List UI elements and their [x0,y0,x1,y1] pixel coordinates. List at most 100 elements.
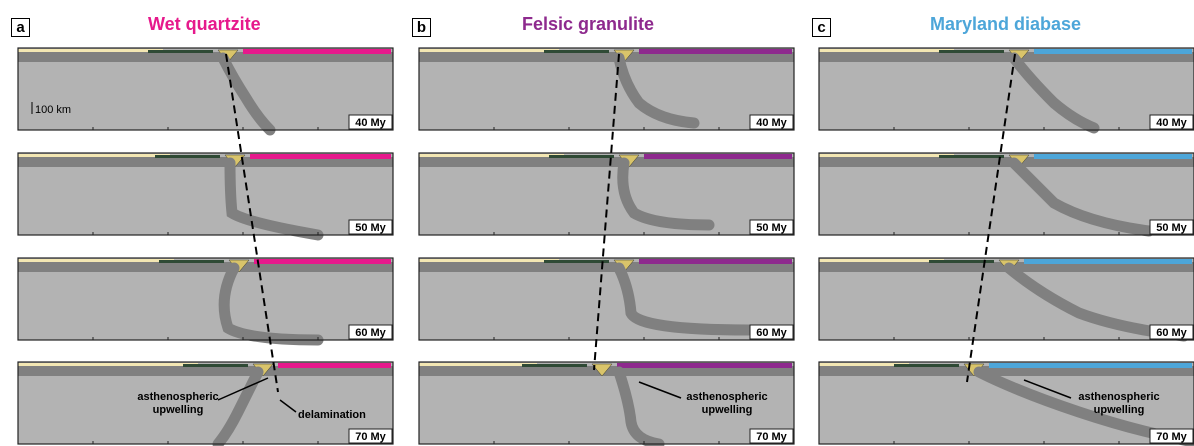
subducting-slab [218,262,324,346]
forearc-strip [929,260,994,263]
panel-frame [418,152,795,236]
lower-crust [639,259,792,264]
trench-migration-line-b [593,53,620,371]
surface-sediment [18,363,198,366]
subducting-slab [1008,52,1100,134]
lower-crust [989,363,1192,368]
age-label-text: 50 My [355,222,386,234]
surface-sediment [819,259,944,262]
panel-frame [17,47,394,131]
age-label-text: 70 My [756,431,787,443]
trench-migration-line-c [966,53,1016,383]
model-panel-b-2: 50 My [418,152,795,236]
age-label: 70 My [348,428,393,444]
lower-crust [254,259,391,264]
panel-title-c: Maryland diabase [930,14,1082,34]
forearc-strip [939,155,1004,158]
panel-frame [818,47,1194,131]
age-label: 40 My [348,114,393,130]
lithosphere-band [18,52,393,62]
age-label-box [348,324,393,340]
lower-crust [617,363,792,368]
annotation-a-delamination-leader [279,399,297,413]
panel-frame [418,361,795,445]
age-label-text: 40 My [1156,117,1187,129]
age-label-box [348,114,393,130]
annotation-b-upwelling-leader [638,381,682,399]
lithosphere-band [18,157,393,167]
forearc-strip [544,260,609,263]
surface-sediment [18,49,163,52]
age-label: 40 My [1149,114,1194,130]
forearc-strip [183,364,248,367]
age-label-box [749,428,794,444]
surface-sediment [419,154,564,157]
forearc-strip [155,155,220,158]
scale-bar-label: 100 km [35,104,71,116]
panel-title-a: Wet quartzite [148,14,261,34]
age-label-box [1149,428,1194,444]
panel-frame [818,257,1194,341]
model-panel-a-3: 60 My [17,257,394,346]
panel-letter-b: b [412,18,431,37]
model-panel-b-1: 40 My [418,47,795,131]
panel-frame [418,257,795,341]
forearc-strip [544,50,609,53]
age-label-text: 50 My [756,222,787,234]
age-label: 50 My [1149,219,1194,235]
forearc-strip [148,50,213,53]
panel-letter-c: c [812,18,831,37]
subducting-slab [613,262,755,336]
surface-sediment [419,259,559,262]
age-label-box [1149,219,1194,235]
surface-sediment [819,154,954,157]
subducting-slab [224,157,324,241]
forearc-strip [159,260,224,263]
surface-sediment [419,363,537,366]
age-label: 40 My [749,114,794,130]
annotation-a-delamination: delamination [298,409,366,421]
lithosphere-band [419,157,794,167]
lithosphere-band [819,366,1194,376]
age-label-box [1149,114,1194,130]
forearc-strip [549,155,614,158]
lower-crust [1034,154,1192,159]
age-label: 60 My [348,324,393,340]
lower-crust [1024,259,1192,264]
model-panel-b-4: 70 My [418,361,795,446]
model-panel-a-1: 40 My [17,47,394,136]
surface-sediment [819,49,954,52]
age-label-text: 40 My [355,117,386,129]
lower-crust [243,49,391,54]
age-label-box [749,324,794,340]
age-label: 70 My [1149,428,1194,444]
lithosphere-band [18,262,393,272]
lower-crust [639,49,792,54]
lithosphere-band [419,366,794,376]
age-label-box [348,428,393,444]
subducting-slab [613,366,665,446]
model-panel-a-2: 50 My [17,152,394,241]
lower-crust [250,154,391,159]
lower-crust [1034,49,1192,54]
panel-frame [818,361,1194,445]
panel-frame [17,361,394,445]
surface-sediment [18,154,170,157]
panel-frame [818,152,1194,236]
surface-sediment [18,259,174,262]
age-label-text: 70 My [355,431,386,443]
forearc-strip [522,364,587,367]
age-label: 60 My [1149,324,1194,340]
lithosphere-band [419,262,794,272]
age-label-box [749,219,794,235]
subducting-slab [212,366,264,446]
forearc-strip [939,50,1004,53]
panel-frame [17,257,394,341]
age-label-box [348,219,393,235]
lithosphere-band [819,52,1194,62]
age-label: 60 My [749,324,794,340]
panel-frame [17,152,394,236]
scale-bar: 100 km [31,102,71,116]
